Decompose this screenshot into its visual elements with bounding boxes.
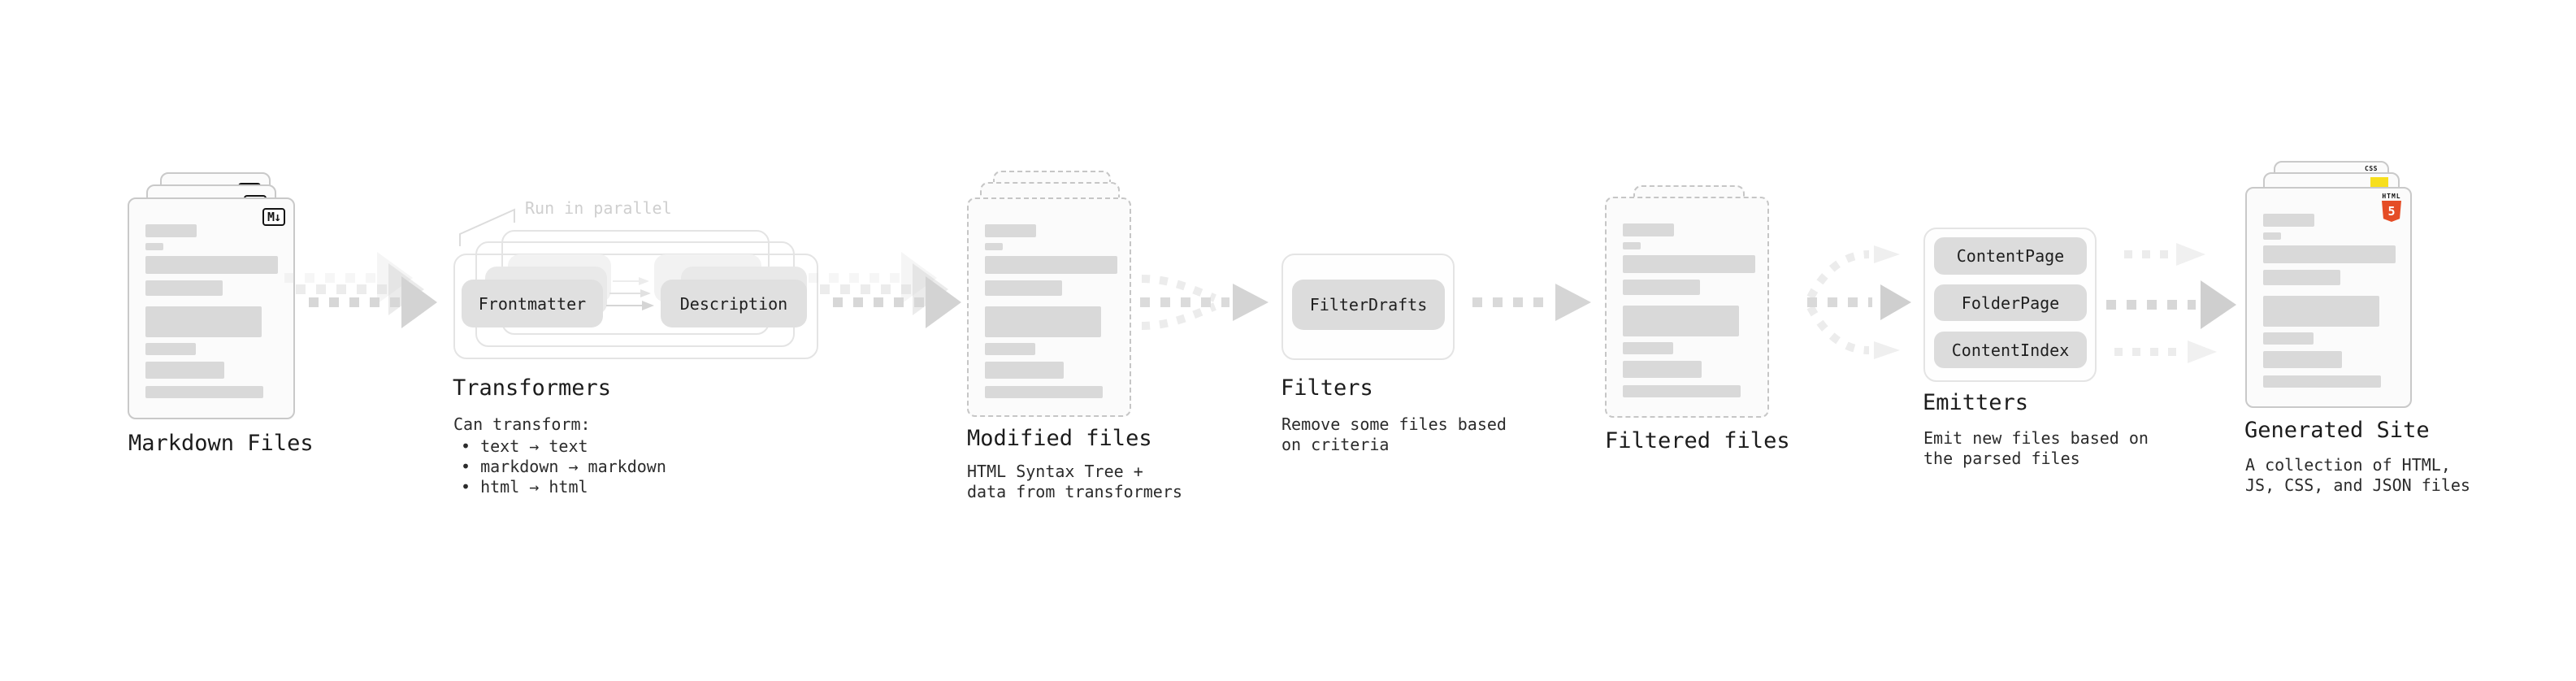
modified-files-desc: data from transformers [967,482,1182,501]
filters-desc: Remove some files based [1281,414,1507,434]
skeleton-text-bar [145,386,263,398]
skeleton-text-bar [145,243,163,250]
skeleton-text-bar [1623,255,1755,273]
html5-icon: HTML 5 [2381,193,2402,222]
generated-site-label: Generated Site [2244,418,2430,443]
skeleton-text-bar [145,280,223,296]
skeleton-text-bar [2263,351,2342,368]
filters-desc: on criteria [1281,435,1390,454]
skeleton-text-bar [985,243,1003,250]
skeleton-text-bar [985,362,1064,379]
pill-contentpage: ContentPage [1934,237,2087,275]
skeleton-text-bar [1623,361,1702,378]
modified-files-desc: HTML Syntax Tree + [967,462,1143,481]
arrow-markdown-to-transformers-icon [284,252,437,328]
pill-folderpage: FolderPage [1934,284,2087,321]
arrow-modified-to-filters-icon [1140,275,1268,330]
skeleton-text-bar [2263,232,2281,240]
skeleton-text-bar [1623,280,1700,295]
emitters-desc: Emit new files based on [1923,428,2149,448]
parallel-arrows-icon [606,277,654,310]
skeleton-text-bar [2263,270,2340,285]
skeleton-text-bar [145,362,224,379]
skeleton-text-bar [145,256,278,274]
pill-filterdrafts: FilterDrafts [1292,280,1445,330]
skeleton-text-bar [2263,214,2314,227]
markdown-files-label: Markdown Files [128,431,314,456]
skeleton-text-bar [1623,242,1641,249]
pill-description: Description [661,280,807,327]
skeleton-text-bar [2263,332,2314,345]
skeleton-text-bar [985,280,1062,296]
filtered-files-label: Filtered files [1605,428,1790,453]
transformers-bullet: • text → text [461,436,588,456]
markdown-icon: M↓ [262,208,285,226]
skeleton-text-bar [2263,296,2379,327]
transformer-layer-front [453,254,818,359]
skeleton-text-bar [145,306,262,337]
skeleton-text-bar [1623,223,1674,236]
transformers-bullet: • html → html [461,477,588,497]
generated-site-desc: A collection of HTML, [2245,455,2451,475]
modified-file-card-front [967,197,1131,417]
site-file-card-html: HTML 5 [2245,187,2412,408]
html5-shield: 5 [2382,201,2401,222]
markdown-file-card-front: M↓ [128,197,295,419]
transformers-bullet: • markdown → markdown [461,457,666,476]
transformers-label: Transformers [453,375,612,401]
generated-site-desc: JS, CSS, and JSON files [2245,475,2470,495]
skeleton-text-bar [2263,245,2396,263]
skeleton-text-bar [145,224,197,237]
filters-label: Filters [1281,375,1373,401]
skeleton-text-bar [1623,342,1673,354]
html5-word: HTML [2382,193,2401,200]
arrow-transformers-to-modified-icon [809,252,961,328]
modified-files-label: Modified files [967,426,1152,451]
skeleton-text-bar [985,224,1036,237]
skeleton-text-bar [985,306,1101,337]
skeleton-text-bar [985,386,1103,398]
arrow-emitters-to-site-icon [2106,243,2236,363]
callout-leader-line-icon [459,208,515,246]
skeleton-text-bar [2263,375,2381,388]
transformers-note-title: Can transform: [453,414,591,434]
pill-frontmatter: Frontmatter [462,280,603,327]
skeleton-text-bar [145,343,196,355]
run-in-parallel-callout: Run in parallel [525,198,672,218]
emitters-desc: the parsed files [1923,449,2080,468]
filtered-file-card-front [1605,197,1769,418]
arrow-filtered-to-emitters-icon [1806,245,1911,359]
js-icon [2370,177,2388,188]
arrow-filters-to-filtered-icon [1472,284,1591,321]
skeleton-text-bar [985,256,1117,274]
skeleton-text-bar [1623,385,1741,397]
skeleton-text-bar [985,343,1035,355]
emitters-label: Emitters [1923,390,2029,415]
skeleton-text-bar [1623,306,1739,336]
pill-contentindex: ContentIndex [1934,332,2087,368]
